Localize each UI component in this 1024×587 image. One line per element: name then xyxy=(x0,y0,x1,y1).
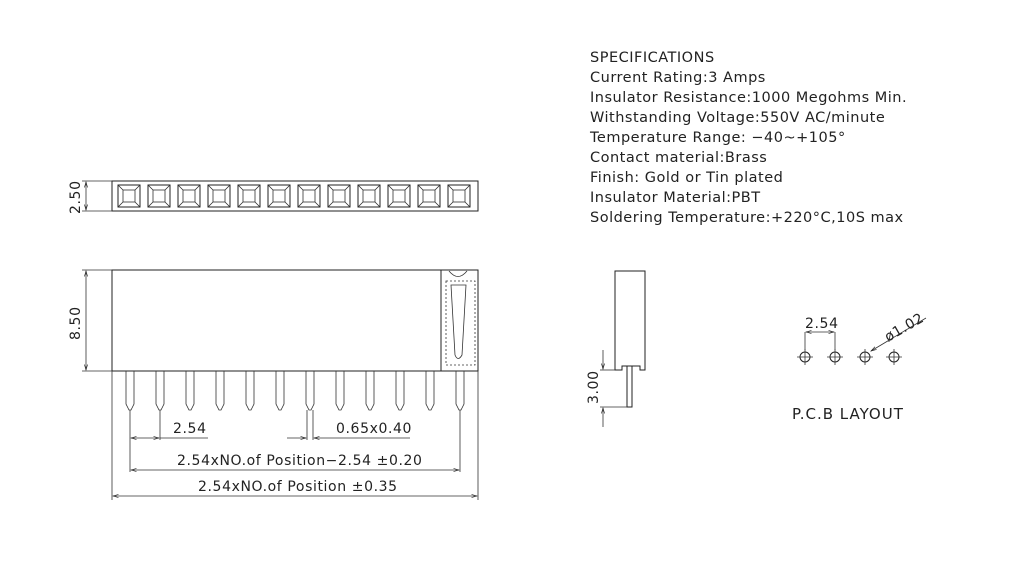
socket xyxy=(177,184,201,208)
pcb-hole xyxy=(797,349,813,365)
pcb-hole xyxy=(827,349,843,365)
spec-line: Temperature Range: −40~+105° xyxy=(589,130,846,146)
spec-line: Current Rating:3 Amps xyxy=(590,70,766,86)
pin xyxy=(335,371,345,411)
side-view-pin xyxy=(626,365,633,408)
pcb-hole xyxy=(857,349,873,365)
pin xyxy=(455,371,465,411)
front-view-body xyxy=(111,269,479,372)
pin xyxy=(425,371,435,411)
pin xyxy=(395,371,405,411)
socket xyxy=(267,184,291,208)
pin xyxy=(365,371,375,411)
hole-diameter-leader xyxy=(871,317,927,351)
spec-line: Withstanding Voltage:550V AC/minute xyxy=(590,110,885,126)
hole-diameter-label: ø1.02 xyxy=(882,310,927,345)
top-height-label: 2.50 xyxy=(68,180,84,214)
pin xyxy=(155,371,165,411)
pcb-hole xyxy=(886,349,902,365)
side-view-body xyxy=(614,270,646,371)
socket xyxy=(387,184,411,208)
pin xyxy=(275,371,285,411)
socket xyxy=(327,184,351,208)
socket xyxy=(417,184,441,208)
spec-line: Contact material:Brass xyxy=(590,150,767,166)
pin xyxy=(185,371,195,411)
socket-row xyxy=(117,184,471,208)
pin-size-label: 0.65x0.40 xyxy=(336,421,412,437)
pcb-holes xyxy=(797,349,902,365)
spec-heading: SPECIFICATIONS xyxy=(590,50,715,66)
pin-row xyxy=(125,371,465,411)
pin xyxy=(305,371,315,411)
pcb-layout: 2.54 ø1.02 P.C.B LAYOUT xyxy=(792,310,927,423)
socket xyxy=(297,184,321,208)
socket xyxy=(357,184,381,208)
specifications: SPECIFICATIONS Current Rating:3 Amps Ins… xyxy=(589,50,907,226)
pitch-label: 2.54 xyxy=(173,421,207,437)
socket xyxy=(447,184,471,208)
top-view: 2.50 xyxy=(68,180,479,214)
spec-line: Soldering Temperature:+220°C,10S max xyxy=(590,210,904,226)
socket xyxy=(117,184,141,208)
front-height-label: 8.50 xyxy=(68,306,84,340)
total-length-label: 2.54xNO.of Position ±0.35 xyxy=(198,479,398,495)
pcb-pitch-label: 2.54 xyxy=(805,316,839,332)
front-view: 8.50 2.54 0.65x0.40 2.54xNO.of Position−… xyxy=(68,269,479,500)
pin-length-label: 3.00 xyxy=(586,370,602,404)
socket xyxy=(207,184,231,208)
top-view-body xyxy=(111,180,479,212)
pin xyxy=(215,371,225,411)
spec-line: Insulator Material:PBT xyxy=(590,190,761,206)
pcb-layout-title: P.C.B LAYOUT xyxy=(792,405,904,423)
pin xyxy=(125,371,135,411)
socket xyxy=(147,184,171,208)
pin xyxy=(245,371,255,411)
spec-line: Insulator Resistance:1000 Megohms Min. xyxy=(590,90,907,106)
spec-line: Finish: Gold or Tin plated xyxy=(590,170,783,186)
side-view: 3.00 xyxy=(586,270,646,427)
socket xyxy=(237,184,261,208)
pin-span-label: 2.54xNO.of Position−2.54 ±0.20 xyxy=(177,453,423,469)
